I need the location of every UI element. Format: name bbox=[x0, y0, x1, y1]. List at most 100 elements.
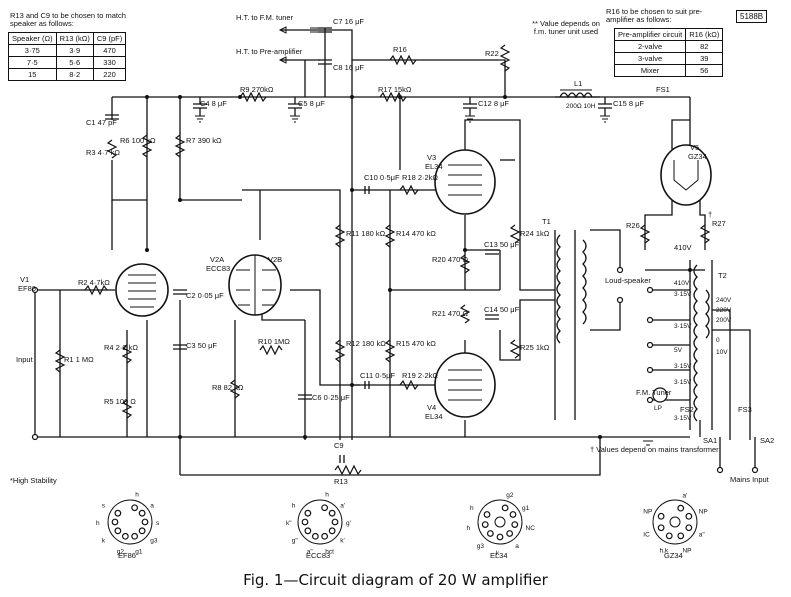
label-r8: R8 82 kΩ bbox=[212, 383, 244, 392]
label-input: Input bbox=[16, 355, 34, 364]
label-c10: C10 0·5μF bbox=[364, 173, 400, 182]
socket-pin bbox=[509, 511, 517, 518]
socket-pin-label: g' bbox=[346, 520, 351, 527]
label-c4: C4 8 μF bbox=[200, 99, 227, 108]
label-ht-preamp: H.T. to Pre-amplifier bbox=[236, 47, 303, 56]
socket-pin bbox=[304, 527, 312, 535]
socket-pin bbox=[301, 518, 309, 526]
label-r25: R25 1kΩ bbox=[520, 343, 550, 352]
figure-caption: Fig. 1—Circuit diagram of 20 W amplifier bbox=[243, 571, 548, 589]
socket-pin bbox=[131, 504, 139, 512]
speaker-table: Speaker (Ω) R13 (kΩ) C9 (pF) 3·75 3·9 47… bbox=[8, 32, 127, 81]
wiring bbox=[34, 28, 756, 476]
resistors bbox=[54, 44, 711, 476]
socket-pin-label: a bbox=[150, 502, 154, 509]
label-c13: C13 50 μF bbox=[484, 240, 520, 249]
label-r18: R18 2·2kΩ bbox=[402, 173, 438, 182]
pinout-ecc83: ECC83 bbox=[297, 499, 343, 560]
socket-pin bbox=[114, 527, 122, 535]
r13-c9-note: R13 and C9 to be chosen to match speaker… bbox=[10, 11, 126, 28]
socket-pin-label: IC bbox=[643, 531, 650, 538]
label-v2a-type: ECC83 bbox=[206, 264, 230, 273]
socket-pin bbox=[677, 504, 685, 512]
socket-pin-label: hct bbox=[325, 549, 334, 556]
socket-pin bbox=[121, 532, 129, 540]
socket-pin-label: g3 bbox=[477, 543, 485, 550]
label-r1: R1 1 MΩ bbox=[64, 355, 94, 364]
transformer-t2 bbox=[693, 264, 710, 422]
label-r6: R6 100 kΩ bbox=[120, 136, 156, 145]
label-v3-type: EL34 bbox=[425, 162, 443, 171]
socket-pin bbox=[111, 518, 119, 526]
label-c15: C15 8 μF bbox=[613, 99, 644, 108]
socket-pin-label: h,k bbox=[660, 548, 669, 555]
label-r16: R16 bbox=[393, 45, 407, 54]
pinout-gz34: GZ34 bbox=[652, 499, 698, 560]
label-c7: C7 16 μF bbox=[333, 17, 364, 26]
socket-pin bbox=[304, 509, 312, 517]
label-r24: R24 1kΩ bbox=[520, 229, 550, 238]
label-c11: C11 0·5μF bbox=[360, 371, 395, 380]
c7-plates bbox=[310, 27, 330, 33]
speaker-table-cell: 15 bbox=[8, 68, 57, 81]
socket-pin-label: g1 bbox=[135, 549, 143, 556]
label-r26: R26 bbox=[626, 221, 640, 230]
valve-v5 bbox=[660, 144, 712, 206]
valve-v3 bbox=[434, 149, 496, 215]
label-410v: 410V bbox=[674, 243, 692, 252]
label-240v: 240V bbox=[716, 297, 732, 304]
label-v2a: V2A bbox=[210, 255, 224, 264]
label-r20: R20 470 Ω bbox=[432, 255, 468, 264]
label-fs3: FS3 bbox=[738, 405, 752, 414]
socket-pin bbox=[138, 509, 146, 517]
label-c14: C14 50 μF bbox=[484, 305, 520, 314]
pinout-el34-label: EL34 bbox=[490, 551, 508, 560]
label-mains-input: Mains Input bbox=[730, 475, 770, 484]
socket-pin bbox=[131, 532, 139, 540]
r22-note: ** Value depends on f.m. tuner unit used bbox=[532, 19, 600, 36]
socket-pin bbox=[506, 530, 514, 537]
label-c3: C3 50 μF bbox=[186, 341, 217, 350]
socket-pin-label: g1 bbox=[522, 505, 530, 512]
socket-pin bbox=[685, 524, 693, 532]
socket-pin bbox=[114, 509, 122, 517]
socket-pin-label: NP bbox=[643, 509, 652, 516]
speaker-table-cell: 8·2 bbox=[55, 68, 94, 81]
r16-note: R16 to be chosen to suit pre-amplifier a… bbox=[606, 7, 703, 24]
label-315v-d: 3·15V bbox=[674, 379, 692, 386]
socket-pin-label: s bbox=[156, 520, 160, 527]
label-220v: 220V bbox=[716, 307, 732, 314]
socket-pin bbox=[483, 511, 491, 518]
label-410v-b: 410V bbox=[674, 280, 690, 287]
label-c12: C12 8 μF bbox=[478, 99, 509, 108]
socket-pin bbox=[657, 512, 665, 520]
valve-v4 bbox=[434, 352, 496, 418]
socket-pin bbox=[328, 509, 336, 517]
label-r19: R19 2·2kΩ bbox=[402, 371, 438, 380]
label-315v-e: 3·15V bbox=[674, 415, 692, 422]
label-c8: C8 16 μF bbox=[333, 63, 364, 72]
socket-pin-label: a bbox=[515, 543, 519, 550]
label-5v: 5V bbox=[674, 347, 683, 354]
label-200v: 200V bbox=[716, 317, 732, 324]
socket-pin bbox=[511, 521, 519, 529]
socket-pin-label: h bbox=[292, 502, 296, 509]
pinout-ef86: EF86 bbox=[107, 499, 153, 560]
socket-pin-label: h bbox=[135, 491, 139, 498]
socket-pin bbox=[141, 518, 149, 526]
note-high-stability: *High Stability bbox=[10, 476, 57, 485]
pinout-gz34-label: GZ34 bbox=[664, 551, 683, 560]
socket-pin bbox=[685, 512, 693, 520]
label-r7: R7 390 kΩ bbox=[186, 136, 222, 145]
label-v1-type: EF86 bbox=[18, 284, 36, 293]
socket-pin-label: a' bbox=[340, 502, 345, 509]
label-r5: R5 100 Ω bbox=[104, 397, 136, 406]
socket-pin-label: h bbox=[466, 525, 470, 532]
label-ht-tuner: H.T. to F.M. tuner bbox=[236, 13, 294, 22]
socket-pin bbox=[496, 533, 504, 541]
preamp-table-cell: 56 bbox=[685, 64, 724, 77]
label-v5-type: GZ34 bbox=[688, 152, 707, 161]
transformer-t1 bbox=[556, 234, 587, 344]
socket-pin-label: g3 bbox=[150, 538, 158, 545]
